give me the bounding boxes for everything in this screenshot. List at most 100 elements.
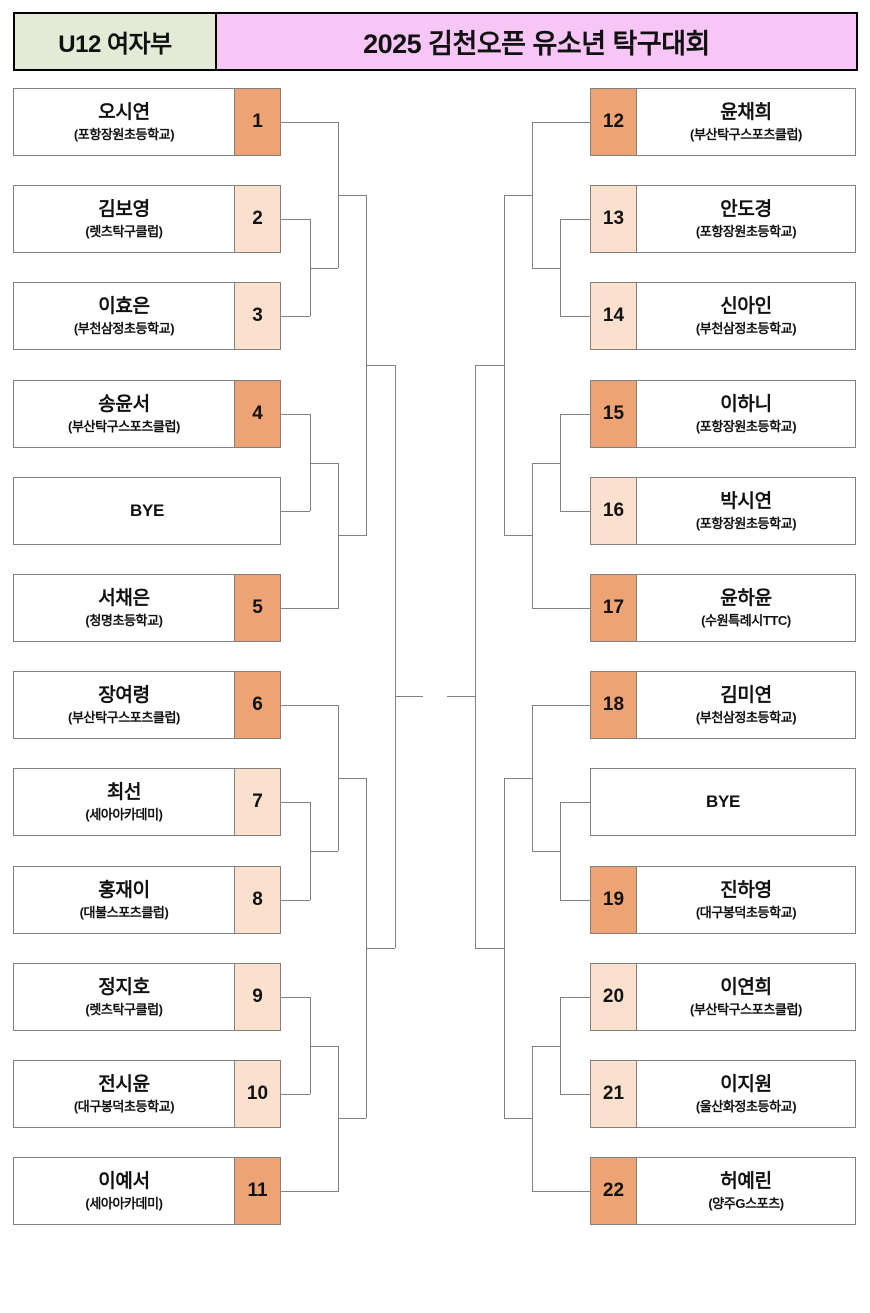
player-info: 오시연(포항장원초등학교): [14, 89, 234, 155]
seed-number: 20: [591, 964, 637, 1030]
player-name: 송윤서: [98, 394, 150, 416]
player-info: 김미연(부천삼정초등학교): [637, 672, 855, 738]
player-entry: 18김미연(부천삼정초등학교): [590, 671, 856, 739]
player-info: 전시윤(대구봉덕초등학교): [14, 1061, 234, 1127]
player-info: 최선(세아아카데미): [14, 769, 234, 835]
player-entry: 13안도경(포항장원초등학교): [590, 185, 856, 253]
connector-v: [560, 414, 561, 511]
connector-h: [281, 900, 310, 901]
player-name: 윤하윤: [720, 588, 772, 610]
player-club: (부산탁구스포츠클럽): [690, 127, 802, 143]
player-name: 김보영: [98, 199, 150, 221]
connector-h: [281, 511, 310, 512]
connector-h: [560, 511, 590, 512]
player-entry: 전시윤(대구봉덕초등학교)10: [13, 1060, 281, 1128]
player-club: (부산탁구스포츠클럽): [690, 1002, 802, 1018]
division-label: U12 여자부: [58, 24, 171, 59]
seed-number: 18: [591, 672, 637, 738]
player-club: (수원특례시TTC): [701, 613, 791, 629]
connector-h: [532, 705, 590, 706]
seed-number: 2: [234, 186, 280, 252]
player-info: 진하영(대구봉덕초등학교): [637, 867, 855, 933]
connector-v: [560, 997, 561, 1094]
seed-number: 13: [591, 186, 637, 252]
connector-h: [281, 997, 310, 998]
player-entry: 16박시연(포항장원초등학교): [590, 477, 856, 545]
player-name: 안도경: [720, 199, 772, 221]
connector-h: [281, 705, 338, 706]
seed-number: 6: [234, 672, 280, 738]
connector-h: [532, 122, 590, 123]
connector-h: [532, 1046, 560, 1047]
seed-number: 10: [234, 1061, 280, 1127]
connector-h: [310, 463, 338, 464]
player-entry: 20이연희(부산탁구스포츠클럽): [590, 963, 856, 1031]
player-name: 홍재이: [98, 880, 150, 902]
player-name: BYE: [706, 792, 740, 812]
seed-number: 5: [234, 575, 280, 641]
player-info: BYE: [14, 478, 280, 544]
player-entry: 오시연(포항장원초등학교)1: [13, 88, 281, 156]
player-name: 서채은: [98, 588, 150, 610]
player-entry: 서채은(청명초등학교)5: [13, 574, 281, 642]
connector-v: [532, 463, 533, 609]
player-info: 김보영 (렛츠탁구클럽): [14, 186, 234, 252]
player-club: (대구봉덕초등학교): [74, 1099, 174, 1115]
connector-h: [281, 1094, 310, 1095]
connector-h: [366, 948, 395, 949]
connector-h: [560, 900, 590, 901]
player-club: (울산화정초등하교): [696, 1099, 796, 1115]
connector-h: [504, 1118, 532, 1119]
tournament-title: 2025 김천오픈 유소년 탁구대회: [363, 22, 710, 61]
connector-h: [532, 608, 590, 609]
connector-h: [310, 1046, 338, 1047]
connector-h: [366, 365, 395, 366]
player-entry: 21이지원(울산화정초등하교): [590, 1060, 856, 1128]
player-name: 윤채희: [720, 102, 772, 124]
player-name: 이효은: [98, 296, 150, 318]
player-name: 허예린: [720, 1171, 772, 1193]
connector-v: [504, 778, 505, 1118]
player-info: 장여령(부산탁구스포츠클럽): [14, 672, 234, 738]
player-entry: 19진하영(대구봉덕초등학교): [590, 866, 856, 934]
player-entry: 15이하니(포항장원초등학교): [590, 380, 856, 448]
seed-number: 4: [234, 381, 280, 447]
connector-v: [532, 122, 533, 268]
player-club: (렛츠탁구클럽): [85, 224, 162, 240]
player-name: 박시연: [720, 491, 772, 513]
player-entry: 12윤채희(부산탁구스포츠클럽): [590, 88, 856, 156]
player-entry: 정지호(렛츠탁구클럽)9: [13, 963, 281, 1031]
player-entry: 장여령(부산탁구스포츠클럽)6: [13, 671, 281, 739]
connector-h: [447, 696, 475, 697]
connector-h: [532, 1191, 590, 1192]
connector-v: [560, 219, 561, 316]
connector-h: [560, 1094, 590, 1095]
bye-slot: BYE: [13, 477, 281, 545]
player-info: BYE: [591, 769, 855, 835]
division-cell: U12 여자부: [15, 14, 215, 69]
seed-number: 16: [591, 478, 637, 544]
player-club: (세아아카데미): [85, 1196, 162, 1212]
seed-number: 14: [591, 283, 637, 349]
connector-h: [338, 1118, 366, 1119]
seed-number: 11: [234, 1158, 280, 1224]
player-entry: 14신아인(부천삼정초등학교): [590, 282, 856, 350]
player-name: 이하니: [720, 394, 772, 416]
player-info: 신아인(부천삼정초등학교): [637, 283, 855, 349]
player-club: (렛츠탁구클럽): [85, 1002, 162, 1018]
player-info: 송윤서(부산탁구스포츠클럽): [14, 381, 234, 447]
connector-v: [395, 365, 396, 948]
player-info: 윤하윤 (수원특례시TTC): [637, 575, 855, 641]
player-entry: 김보영 (렛츠탁구클럽) 2: [13, 185, 281, 253]
player-info: 허예린(양주G스포츠): [637, 1158, 855, 1224]
connector-v: [560, 802, 561, 900]
connector-h: [504, 778, 532, 779]
seed-number: 17: [591, 575, 637, 641]
player-info: 서채은(청명초등학교): [14, 575, 234, 641]
header-bar: U12 여자부 2025 김천오픈 유소년 탁구대회: [13, 12, 858, 71]
player-name: 이예서: [98, 1171, 150, 1193]
player-name: 이지원: [720, 1074, 772, 1096]
seed-number: 3: [234, 283, 280, 349]
seed-number: 7: [234, 769, 280, 835]
